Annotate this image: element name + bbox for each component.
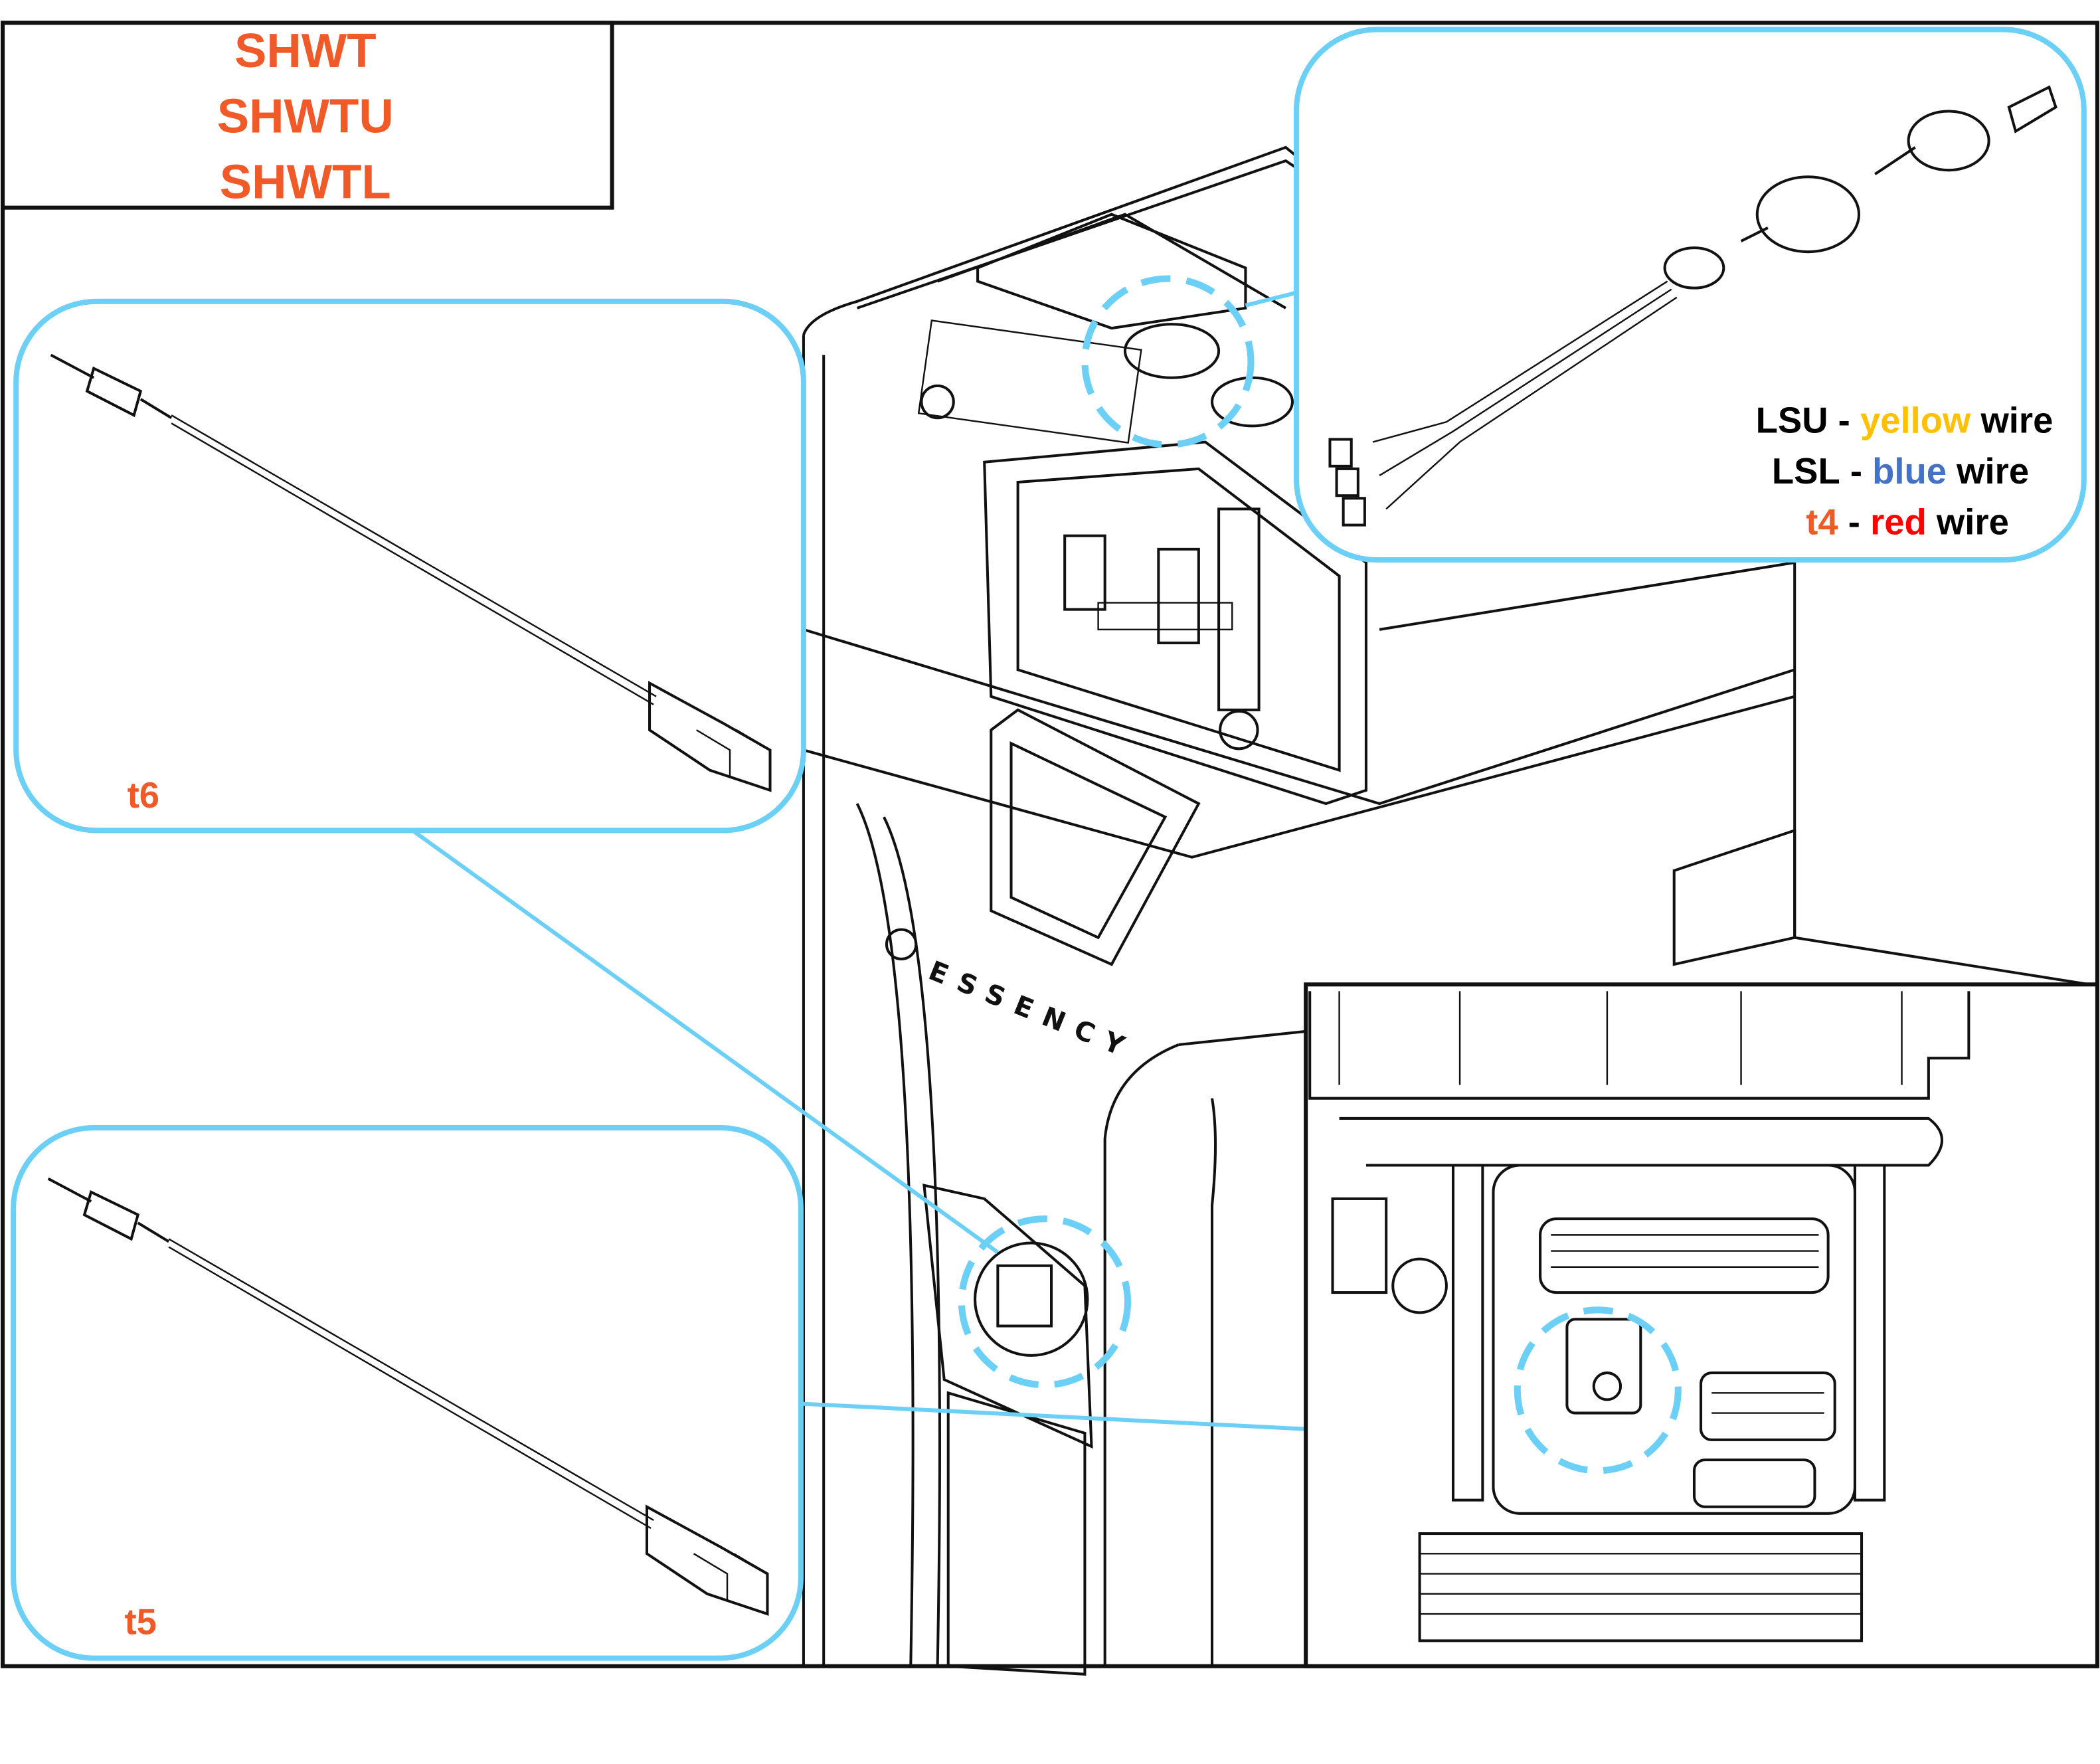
lsl-suffix: wire xyxy=(1947,451,2029,491)
legend-line-t4: t4 - red wire xyxy=(1806,502,2009,543)
temperature-sensor-t5-drawing xyxy=(47,1177,769,1616)
model-shwtu: SHWTU xyxy=(217,90,394,143)
lsl-separator: - xyxy=(1840,451,1872,491)
lsu-color-word: yellow xyxy=(1860,400,1971,440)
callout-t6: t6 xyxy=(13,298,806,834)
t4-separator: - xyxy=(1838,502,1870,543)
level-sensor-harness-drawing xyxy=(1328,85,2057,527)
t6-label: t6 xyxy=(128,775,159,816)
lsu-code: LSU xyxy=(1756,400,1828,440)
legend-line-lsl: LSL - blue wire xyxy=(1772,451,2029,491)
t4-suffix: wire xyxy=(1927,502,2009,543)
legend-line-lsu: LSU - yellow wire xyxy=(1756,400,2054,440)
model-shwt: SHWT xyxy=(234,24,377,78)
brand-logo-icon xyxy=(885,928,918,960)
t4-color-word: red xyxy=(1870,502,1927,543)
highlight-inset-sensor xyxy=(1514,1306,1682,1474)
model-title-box: SHWT SHWTU SHWTL xyxy=(1,21,614,210)
lsl-color-word: blue xyxy=(1872,451,1947,491)
highlight-top-sensors xyxy=(1081,275,1255,448)
lsu-suffix: wire xyxy=(1970,400,2053,440)
valve-assembly-drawing xyxy=(1063,507,1261,750)
temperature-sensor-t6-drawing xyxy=(50,353,772,792)
inset-internal-view xyxy=(1304,982,2099,1668)
callout-level-sensors: LSU - yellow wire LSL - blue wire t4 - r… xyxy=(1294,27,2087,563)
t5-label: t5 xyxy=(125,1601,157,1642)
connector-top xyxy=(1245,290,1300,308)
model-shwtl: SHWTL xyxy=(220,155,391,209)
highlight-front-port xyxy=(958,1215,1132,1389)
connector-t6 xyxy=(411,828,1000,1255)
callout-t5: t5 xyxy=(11,1125,804,1661)
t4-code: t4 xyxy=(1806,502,1838,543)
lsl-code: LSL xyxy=(1772,451,1840,491)
lsu-separator: - xyxy=(1828,400,1860,440)
wire-legend: LSU - yellow wire LSL - blue wire t4 - r… xyxy=(1756,400,2054,542)
